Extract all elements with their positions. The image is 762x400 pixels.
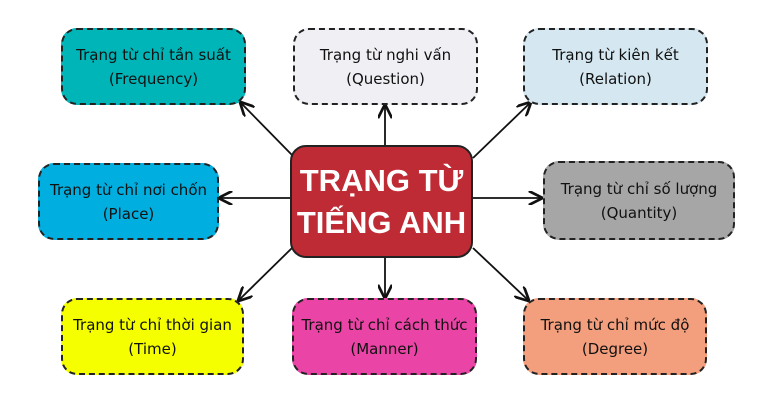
central-topic-line1: TRẠNG TỪ [299,162,464,198]
arrow-relation [472,103,530,159]
node-title: Trạng từ chỉ tần suất [76,45,231,64]
arrow-degree [472,247,528,300]
node-quantity: Trạng từ chỉ số lượng (Quantity) [543,161,735,240]
node-subtitle: (Frequency) [108,69,199,88]
node-subtitle: (Quantity) [600,203,678,222]
node-subtitle: (Manner) [350,339,419,358]
node-subtitle: (Place) [102,204,155,223]
node-title: Trạng từ chỉ thời gian [73,315,232,334]
node-subtitle: (Degree) [581,339,649,358]
node-frequency: Trạng từ chỉ tần suất (Frequency) [61,28,246,105]
node-relation: Trạng từ kiên kết (Relation) [523,28,708,105]
node-title: Trạng từ chỉ số lượng [560,179,718,198]
node-subtitle: (Question) [346,69,425,88]
arrow-time [239,247,293,300]
central-topic-line2: TIẾNG ANH [296,204,467,240]
node-title: Trạng từ chỉ nơi chốn [49,180,208,199]
central-topic: TRẠNG TỪ TIẾNG ANH [290,145,473,258]
node-subtitle: (Time) [128,339,177,358]
node-time: Trạng từ chỉ thời gian (Time) [61,298,244,375]
arrow-frequency [241,103,293,156]
node-manner: Trạng từ chỉ cách thức (Manner) [292,298,477,375]
node-title: Trạng từ nghi vấn [319,45,452,64]
node-subtitle: (Relation) [579,69,652,88]
node-place: Trạng từ chỉ nơi chốn (Place) [38,163,219,240]
node-degree: Trạng từ chỉ mức độ (Degree) [523,298,707,375]
node-title: Trạng từ chỉ cách thức [301,315,468,334]
node-title: Trạng từ chỉ mức độ [540,315,690,334]
node-question: Trạng từ nghi vấn (Question) [293,28,478,105]
node-title: Trạng từ kiên kết [552,45,679,64]
